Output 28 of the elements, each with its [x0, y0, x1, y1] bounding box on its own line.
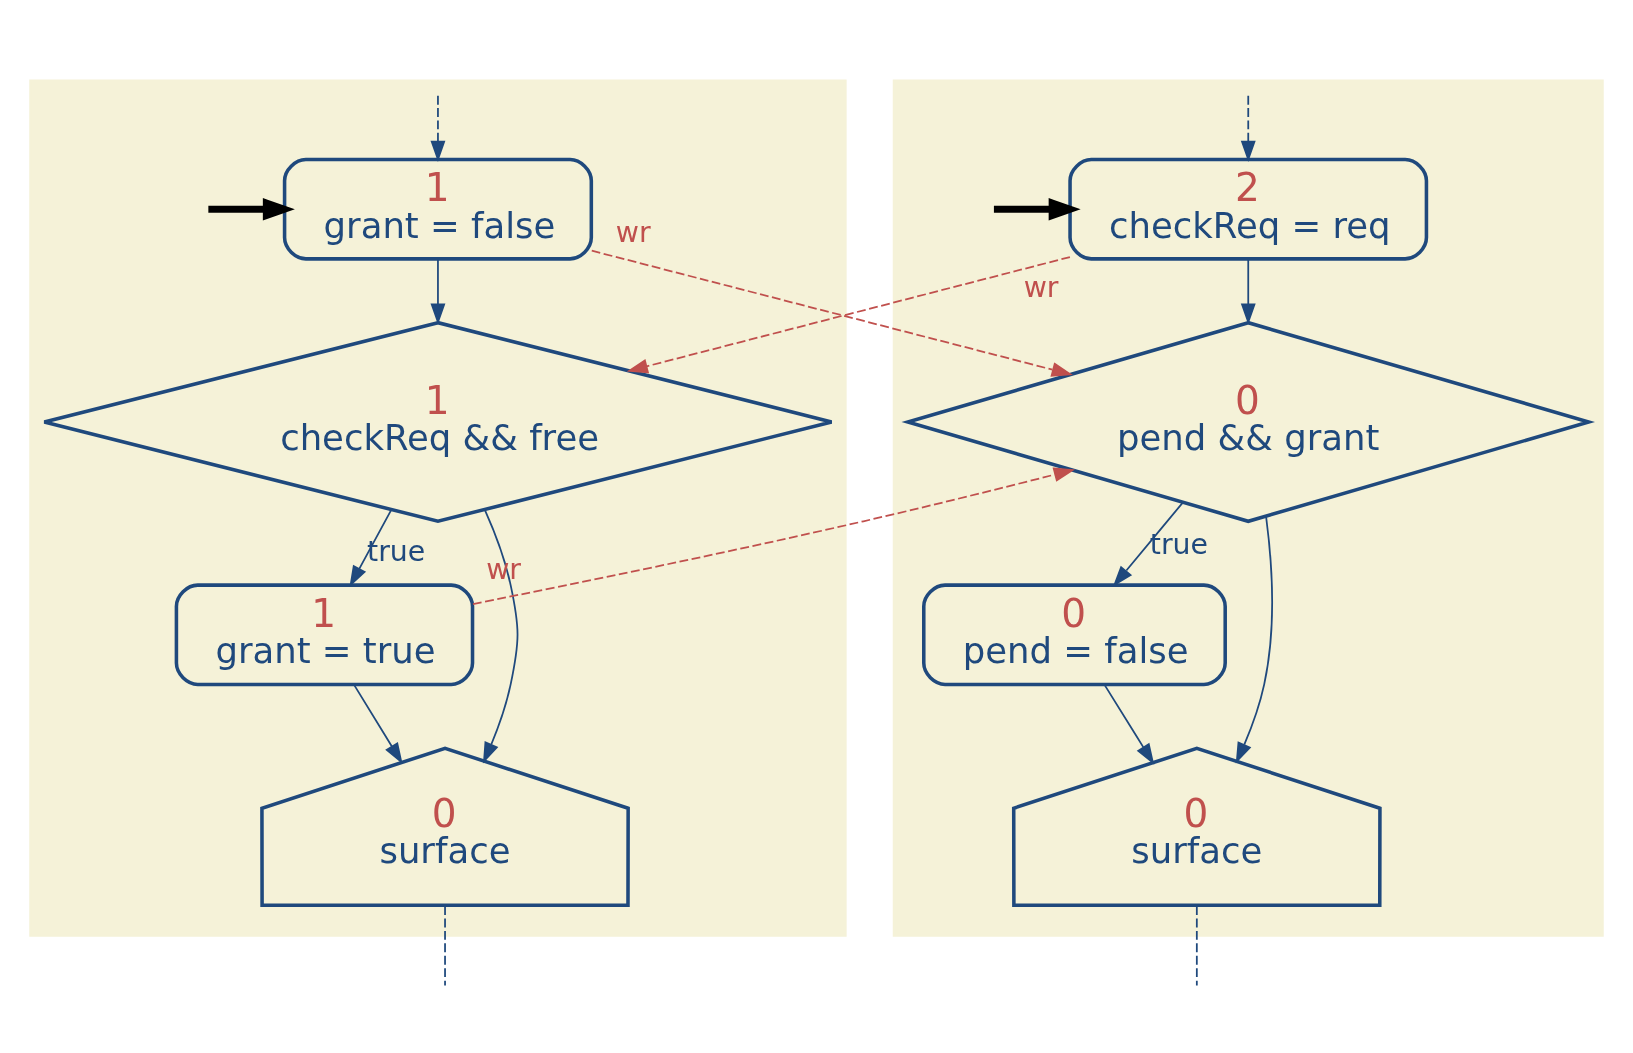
arrow [353, 683, 403, 765]
node-diamond: 0 pend && grant [901, 320, 1595, 524]
edge-label: wr [1023, 271, 1059, 305]
arrow [1103, 683, 1155, 765]
arrow [993, 198, 1081, 221]
connector [444, 905, 446, 987]
arrow [590, 249, 1073, 377]
arrow [626, 256, 1071, 374]
cluster [892, 79, 1604, 937]
node-box: 2 checkReq = req [1068, 157, 1429, 261]
arrow [430, 94, 446, 162]
arrow [430, 258, 446, 325]
arrow [482, 509, 519, 764]
node-diamond: 1 checkReq && free [42, 320, 834, 524]
edge-label: true [1149, 527, 1209, 561]
edge-label: wr [615, 215, 651, 249]
arrow [472, 467, 1076, 605]
node-box: 1 grant = false [282, 157, 594, 261]
cluster [29, 79, 847, 937]
arrow [1112, 501, 1184, 587]
arrow [1240, 94, 1256, 162]
node-box: 1 grant = true [174, 583, 475, 687]
edge-label: true [367, 534, 426, 568]
connector [1195, 905, 1198, 987]
arrow [1240, 258, 1256, 325]
arrow [1235, 515, 1273, 764]
arrow [349, 509, 393, 587]
node-box: 0 pend = false [922, 583, 1227, 687]
